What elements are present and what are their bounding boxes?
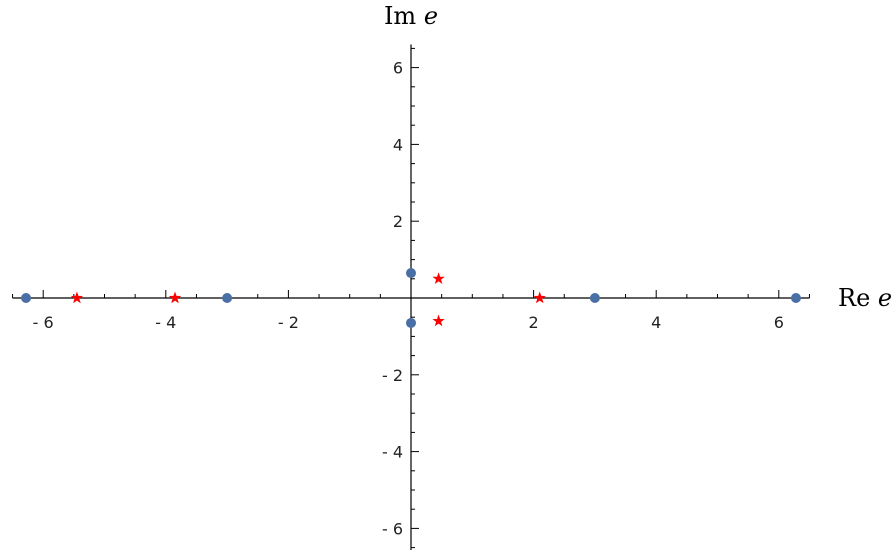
y-tick-label: 2 bbox=[393, 212, 403, 231]
y-tick-label: 6 bbox=[393, 59, 403, 78]
circle-point bbox=[406, 268, 416, 279]
star-point bbox=[168, 291, 182, 304]
circle-point bbox=[589, 293, 600, 303]
x-axis-title: Re e bbox=[838, 284, 891, 312]
x-tick-label: 4 bbox=[651, 313, 661, 332]
axes bbox=[12, 44, 810, 550]
x-tick-label: 6 bbox=[774, 313, 784, 332]
y-tick-label: - 2 bbox=[382, 366, 403, 385]
tick-labels: - 6 - 4 - 2 2 4 6 - 6 - 4 - 2 2 4 6 bbox=[33, 59, 784, 539]
x-tick-label: - 6 bbox=[33, 313, 54, 332]
x-tick-label: - 4 bbox=[155, 313, 176, 332]
circle-point bbox=[222, 293, 233, 303]
circle-point bbox=[406, 317, 416, 328]
data-marks bbox=[21, 268, 801, 328]
y-tick-label: 4 bbox=[393, 135, 403, 154]
x-tick-label: 2 bbox=[529, 313, 539, 332]
y-axis-title: Im e bbox=[384, 2, 438, 30]
star-point bbox=[533, 291, 546, 304]
circle-point bbox=[790, 293, 801, 303]
x-tick-label: - 2 bbox=[278, 313, 299, 332]
ticks bbox=[12, 47, 810, 549]
star-point bbox=[70, 291, 84, 304]
circle-point bbox=[21, 293, 32, 303]
axis-titles: Im e Re e bbox=[384, 2, 891, 312]
star-point bbox=[432, 272, 445, 285]
y-tick-label: - 6 bbox=[382, 519, 403, 538]
y-tick-label: - 4 bbox=[382, 443, 403, 462]
star-point bbox=[432, 314, 445, 327]
